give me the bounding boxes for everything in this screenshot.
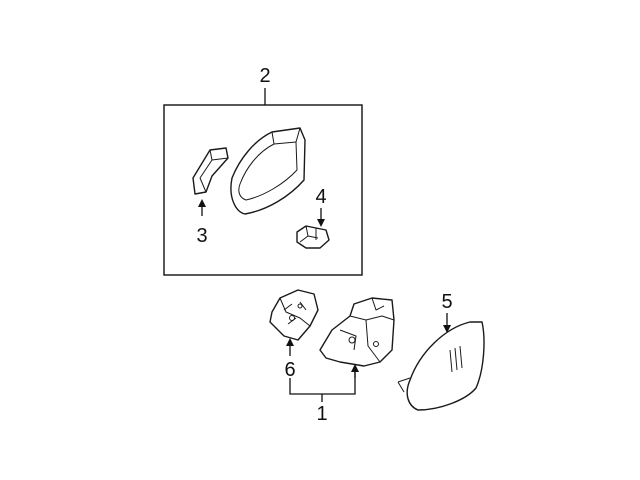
assembly-box <box>163 104 363 276</box>
callout-3-label: 3 <box>196 225 207 247</box>
callout-4-label: 4 <box>315 186 326 208</box>
mirror-bracket-left <box>269 289 319 341</box>
callout-1-bracket <box>289 372 356 395</box>
callout-5-label: 5 <box>441 291 452 313</box>
callout-6-label: 6 <box>284 359 295 381</box>
callout-2-label: 2 <box>259 65 270 87</box>
callout-1-label: 1 <box>316 403 327 425</box>
mirror-housing-cover <box>230 127 306 215</box>
mirror-motor-assembly <box>319 297 395 367</box>
mirror-glass <box>397 321 485 411</box>
cover-retainer <box>296 225 330 249</box>
cover-clip <box>192 147 229 195</box>
